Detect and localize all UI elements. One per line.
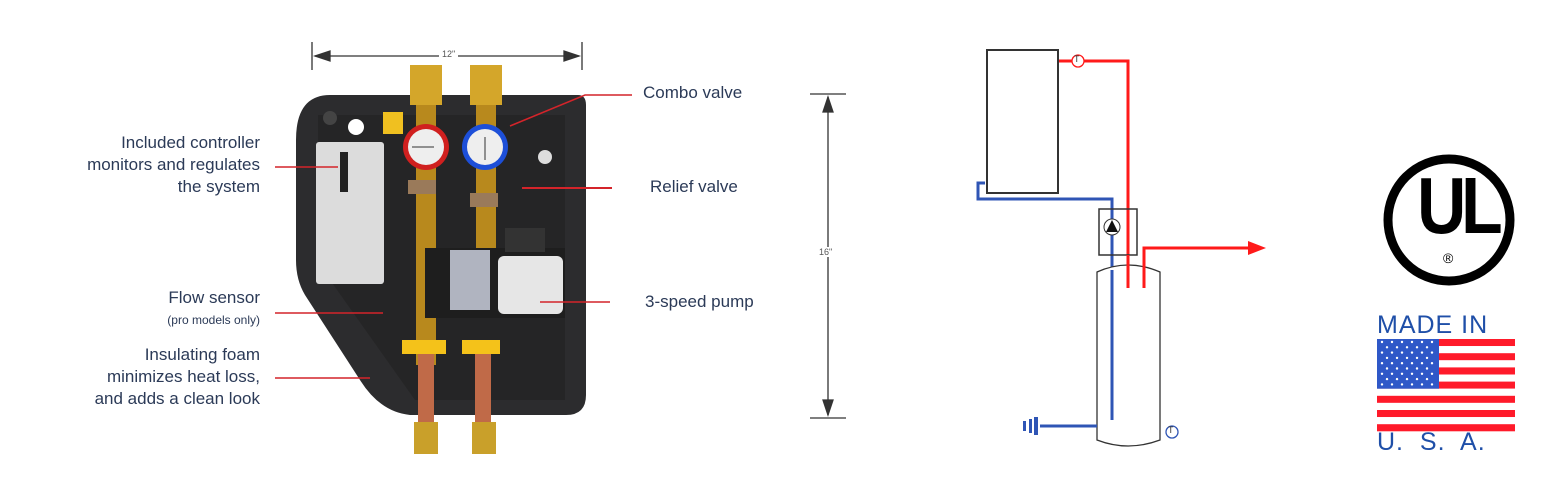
pump-callout: 3-speed pump bbox=[645, 292, 754, 311]
solar-pump-station bbox=[296, 65, 586, 454]
system-schematic bbox=[976, 49, 1266, 447]
arrow-right-icon bbox=[1248, 241, 1266, 255]
callout-line: and adds a clean look bbox=[94, 389, 260, 408]
made-in-label: MADE IN bbox=[1377, 311, 1489, 339]
callout-note: (pro models only) bbox=[167, 313, 260, 327]
usa-label: U. S. A. bbox=[1377, 428, 1486, 456]
controller-callout: Included controller monitors and regulat… bbox=[87, 132, 260, 198]
ul-letters: UL bbox=[1417, 161, 1503, 250]
controller bbox=[316, 142, 384, 284]
ul-logo bbox=[1383, 154, 1515, 286]
callout-line: Included controller bbox=[121, 133, 260, 152]
leader-lines bbox=[275, 94, 632, 379]
us-flag-icon bbox=[1377, 339, 1515, 432]
solar-collector bbox=[986, 49, 1059, 194]
storage-tank bbox=[1096, 264, 1161, 447]
flow-sensor-callout: Flow sensor (pro models only) bbox=[167, 287, 260, 331]
foam-callout: Insulating foam minimizes heat loss, and… bbox=[95, 344, 260, 410]
collector-temp-label: T bbox=[1074, 54, 1080, 64]
tank-temp-sensor-icon bbox=[1165, 425, 1179, 439]
hot-supply-line bbox=[1059, 59, 1130, 288]
callout-line: minimizes heat loss, bbox=[106, 367, 260, 386]
height-label: 16" bbox=[816, 247, 836, 257]
callout-line: Insulating foam bbox=[144, 345, 260, 364]
callout-line: the system bbox=[177, 177, 260, 196]
width-label: 12" bbox=[439, 49, 459, 59]
collector-temp-sensor-icon bbox=[1071, 54, 1085, 68]
cold-return-line bbox=[976, 181, 1114, 420]
relief-valve-callout: Relief valve bbox=[650, 177, 738, 196]
left-pipe bbox=[416, 65, 436, 365]
ul-registered-mark: ® bbox=[1443, 250, 1454, 266]
callout-line: monitors and regulates bbox=[87, 155, 260, 174]
pump-box bbox=[1098, 208, 1138, 256]
callout-title: Flow sensor bbox=[168, 288, 260, 307]
combo-valve-callout: Combo valve bbox=[643, 83, 743, 102]
hot-outlet-line bbox=[1142, 246, 1250, 288]
cold-inlet-icon bbox=[1023, 417, 1038, 435]
tank-temp-label: T bbox=[1168, 425, 1174, 435]
